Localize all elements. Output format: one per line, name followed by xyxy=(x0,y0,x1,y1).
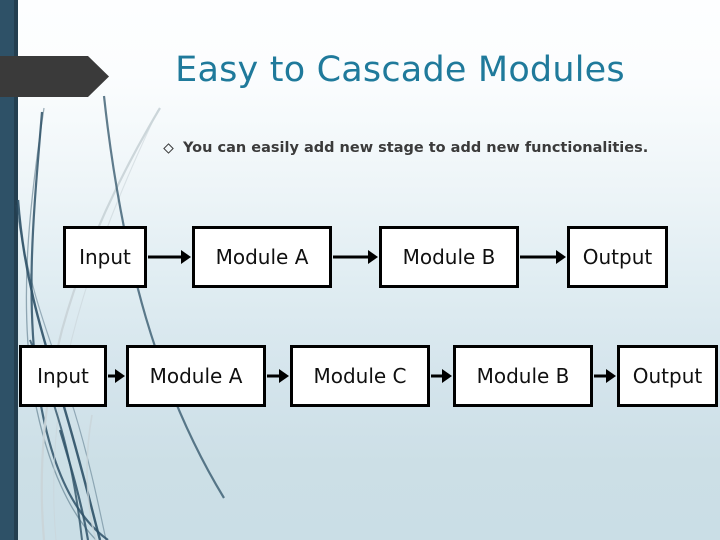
node-label: Input xyxy=(79,245,131,269)
node-box: Module C xyxy=(290,345,430,407)
flow-connector xyxy=(332,226,379,288)
arrow-right-icon xyxy=(108,369,125,383)
diamond-bullet-icon xyxy=(163,142,174,154)
left-accent-bar-edge xyxy=(14,0,18,540)
flow-connector xyxy=(107,345,126,407)
arrow-right-icon xyxy=(594,369,616,383)
node-box: Module A xyxy=(126,345,266,407)
bullet-row: You can easily add new stage to add new … xyxy=(163,140,648,156)
left-accent-bar xyxy=(0,0,14,540)
arrow-right-icon xyxy=(267,369,289,383)
flow-connector xyxy=(593,345,617,407)
node-label: Module A xyxy=(215,245,309,269)
node-label: Output xyxy=(582,245,653,269)
flow-connector xyxy=(266,345,290,407)
flow-connector xyxy=(430,345,453,407)
dark-arrow-banner xyxy=(0,56,109,97)
flow-connector xyxy=(519,226,567,288)
node-label: Input xyxy=(37,364,89,388)
node-label: Module B xyxy=(476,364,570,388)
cascade-row-extended: Input Module A Module C Module B Output xyxy=(19,345,718,407)
node-box: Input xyxy=(63,226,147,288)
arrow-right-icon xyxy=(520,250,566,264)
arrow-right-icon xyxy=(431,369,452,383)
node-box: Input xyxy=(19,345,107,407)
node-box: Output xyxy=(567,226,668,288)
cascade-row-original: Input Module A Module B Output xyxy=(63,226,668,288)
bullet-text: You can easily add new stage to add new … xyxy=(183,140,649,156)
node-box: Module B xyxy=(379,226,519,288)
node-label: Output xyxy=(632,364,703,388)
node-box: Module A xyxy=(192,226,332,288)
page-title: Easy to Cascade Modules xyxy=(175,50,625,90)
node-label: Module A xyxy=(149,364,243,388)
node-label: Module C xyxy=(313,364,407,388)
flow-connector xyxy=(147,226,192,288)
arrow-right-icon xyxy=(148,250,191,264)
node-label: Module B xyxy=(402,245,496,269)
arrow-right-icon xyxy=(333,250,378,264)
node-box: Output xyxy=(617,345,718,407)
node-box: Module B xyxy=(453,345,593,407)
